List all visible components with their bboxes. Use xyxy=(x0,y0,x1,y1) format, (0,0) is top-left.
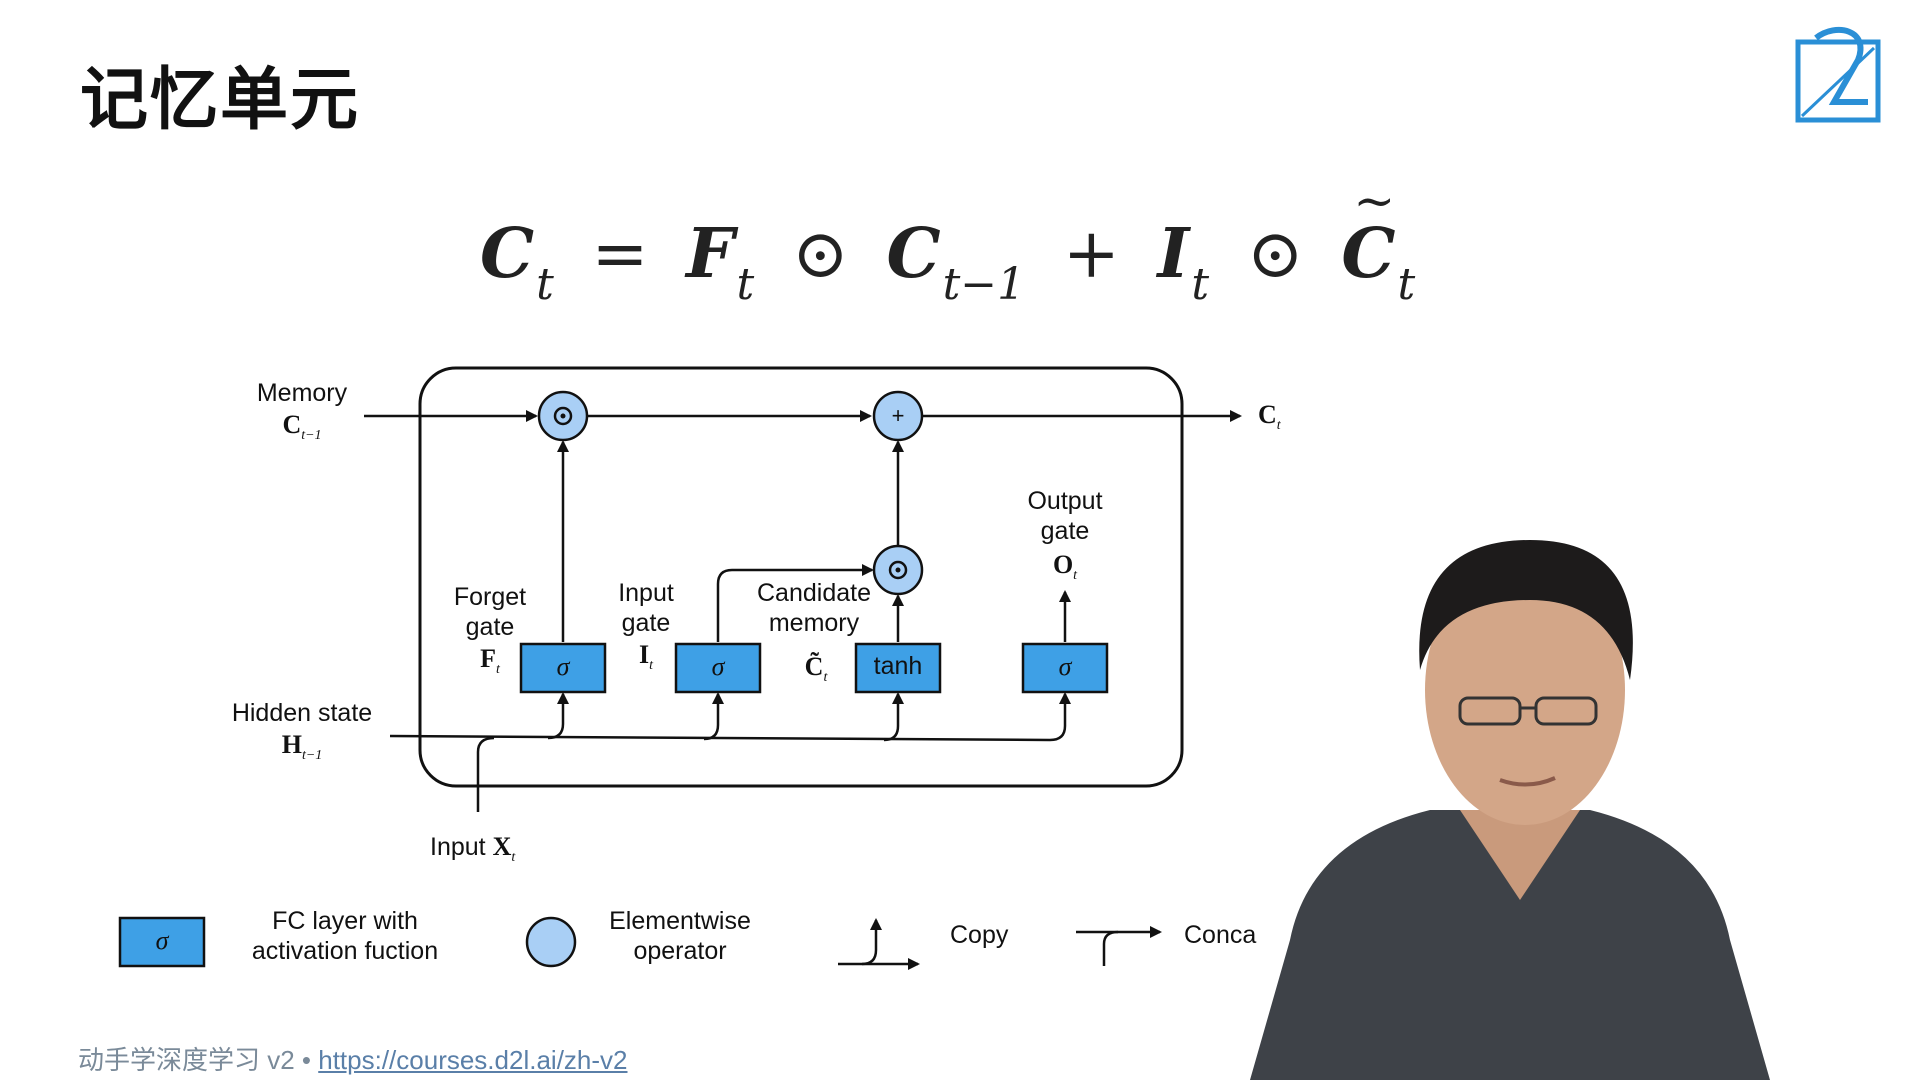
candidate-box xyxy=(854,642,942,694)
eq-f: F xyxy=(686,214,735,294)
eq-equals: = xyxy=(591,215,649,294)
legend-concat-icon xyxy=(1102,926,1162,966)
footer: 动手学深度学习 v2 • https://courses.d2l.ai/zh-v… xyxy=(78,1040,628,1077)
eq-i-sub: t xyxy=(1191,259,1210,310)
eq-c: C xyxy=(480,214,535,294)
eq-c-prev-sub: t−1 xyxy=(942,259,1026,310)
eq-c-prev: C xyxy=(886,214,941,294)
d2l-logo-icon xyxy=(1795,27,1881,123)
hidden-state-line xyxy=(389,692,1071,742)
footer-course: 动手学深度学习 v2 • xyxy=(78,1045,319,1075)
legend-fc-sigma: σ xyxy=(155,926,169,955)
forget-gate-symbol: Ft xyxy=(480,644,500,678)
eq-c-tilde-sub: t xyxy=(1397,259,1416,310)
legend-copy-label: Copy xyxy=(950,921,1009,949)
eq-odot-1: ⊙ xyxy=(791,215,849,294)
input-x-label: Input Xt xyxy=(430,832,516,866)
input-gate-path xyxy=(716,564,874,642)
eq-odot-2: ⊙ xyxy=(1246,215,1304,294)
eq-c-tilde: C xyxy=(1341,172,1395,294)
hidden-state-symbol: Ht−1 xyxy=(281,730,323,764)
add-node xyxy=(872,390,924,442)
candidate-tanh: tanh xyxy=(873,652,923,680)
legend-concat-label: Conca xyxy=(1184,921,1257,949)
output-gate-symbol: Ot xyxy=(1052,550,1078,584)
output-gate-box xyxy=(1021,642,1109,694)
memory-symbol: Ct−1 xyxy=(282,410,322,444)
legend-fc-box xyxy=(118,916,206,968)
eq-f-sub: t xyxy=(736,259,755,310)
cell-boundary xyxy=(418,366,1184,788)
forget-gate-sigma: σ xyxy=(556,652,570,681)
cell-state-equation: Ct = Ft ⊙ Ct−1 + It ⊙ Ct xyxy=(480,172,1416,310)
output-c-symbol: Ct xyxy=(1258,400,1281,434)
input-x-line xyxy=(476,736,495,812)
eq-c-sub: t xyxy=(536,259,554,310)
footer-link[interactable]: https://courses.d2l.ai/zh-v2 xyxy=(318,1045,628,1075)
input-gate-sigma: σ xyxy=(711,652,725,681)
output-gate-sigma: σ xyxy=(1058,652,1072,681)
presenter-video xyxy=(1250,540,1770,1080)
hidden-state-label: Hidden state xyxy=(231,699,373,727)
add-node-symbol: + xyxy=(891,403,905,428)
candidate-symbol: C̃t xyxy=(804,652,828,686)
input-gate-box xyxy=(674,642,762,694)
slide-title: 记忆单元 xyxy=(80,61,361,140)
memory-label: Memory xyxy=(256,379,348,407)
eq-i: I xyxy=(1157,214,1190,294)
legend-elementwise-circle xyxy=(525,916,577,968)
forget-gate-box xyxy=(519,642,607,694)
input-gate-symbol: It xyxy=(638,640,653,674)
eq-plus: + xyxy=(1062,215,1120,294)
